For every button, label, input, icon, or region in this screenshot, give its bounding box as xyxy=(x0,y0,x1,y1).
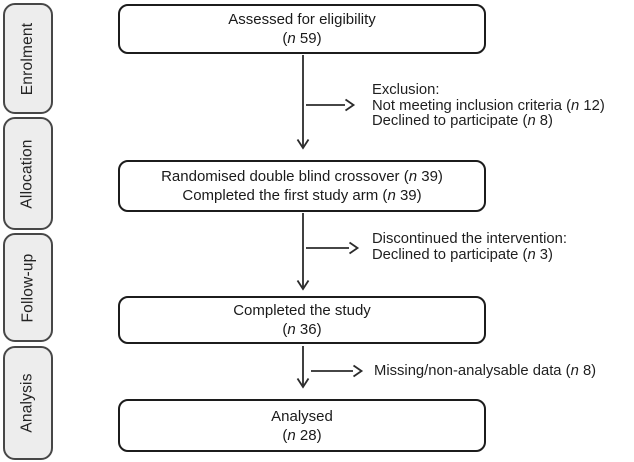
note-discontinued-declined: Declined to participate (n 3) xyxy=(372,246,553,263)
box-assessed-count: (n 59) xyxy=(282,30,322,47)
box-analysed-line1: Analysed xyxy=(271,407,333,425)
arrow-completed-to-analysed xyxy=(296,346,310,389)
note-discontinued: Discontinued the intervention: Declined … xyxy=(372,231,567,263)
box-randomised: Randomised double blind crossover (n 39)… xyxy=(118,160,486,212)
stage-label-analysis: Analysis xyxy=(19,373,37,433)
box-randomised-line1: Randomised double blind crossover (n 39) xyxy=(161,168,443,185)
box-analysed: Analysed (n 28) xyxy=(118,399,486,452)
box-completed-line1: Completed the study xyxy=(233,302,371,319)
note-missing-data: Missing/non-analysable data (n 8) xyxy=(374,363,597,380)
stage-box-allocation: Allocation xyxy=(3,117,53,230)
note-missing-data-line: Missing/non-analysable data (n 8) xyxy=(374,363,597,379)
box-analysed-count: (n 28) xyxy=(282,426,322,444)
box-assessed-for-eligibility: Assessed for eligibility (n 59) xyxy=(118,4,486,54)
arrow-to-exclusion-note xyxy=(306,98,356,112)
box-randomised-line2: Completed the first study arm (n 39) xyxy=(182,187,422,204)
arrow-to-discontinued-note xyxy=(306,241,360,255)
note-exclusion-criteria: Not meeting inclusion criteria (n 12) xyxy=(372,97,605,114)
stage-box-enrolment: Enrolment xyxy=(3,3,53,114)
note-exclusion-title: Exclusion: xyxy=(372,82,440,98)
note-discontinued-title: Discontinued the intervention: xyxy=(372,231,567,247)
box-assessed-line1: Assessed for eligibility xyxy=(228,11,376,28)
note-exclusion-declined: Declined to participate (n 8) xyxy=(372,113,553,130)
arrow-to-missing-data-note xyxy=(311,364,364,378)
stage-box-follow-up: Follow-up xyxy=(3,233,53,342)
arrow-assessed-to-randomised xyxy=(296,55,310,150)
stage-label-follow-up: Follow-up xyxy=(19,253,36,322)
stage-box-analysis: Analysis xyxy=(3,346,53,460)
stage-label-allocation: Allocation xyxy=(19,138,36,209)
note-exclusion: Exclusion: Not meeting inclusion criteri… xyxy=(372,82,605,130)
box-completed-study: Completed the study (n 36) xyxy=(118,296,486,344)
stage-label-enrolment: Enrolment xyxy=(19,22,37,95)
arrow-randomised-to-completed xyxy=(296,213,310,291)
box-completed-count: (n 36) xyxy=(282,321,322,338)
